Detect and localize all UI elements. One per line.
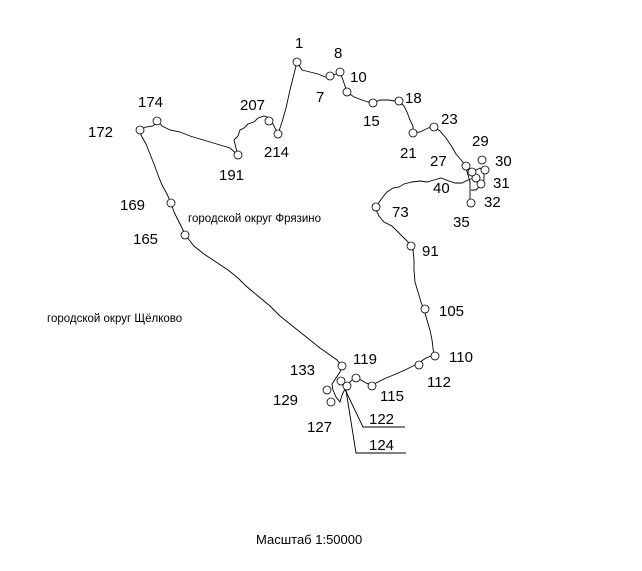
point-marker	[342, 87, 352, 97]
point-marker	[368, 98, 378, 108]
point-marker	[152, 116, 162, 126]
boundary-line	[138, 60, 480, 403]
boundary-spur	[471, 167, 485, 191]
point-label: 15	[363, 113, 380, 130]
point-label: 174	[138, 94, 163, 111]
point-marker	[322, 385, 332, 395]
point-label: 112	[427, 374, 451, 391]
point-label: 169	[120, 197, 145, 214]
point-label: 172	[88, 124, 113, 141]
point-marker	[420, 304, 430, 314]
point-marker	[335, 67, 345, 77]
point-marker	[471, 173, 481, 183]
point-marker	[336, 376, 346, 386]
point-label: 73	[392, 204, 409, 221]
point-marker	[292, 57, 302, 67]
point-label: 91	[422, 243, 439, 260]
point-label: 27	[430, 153, 447, 170]
point-label: 40	[433, 180, 450, 197]
point-marker	[367, 381, 377, 391]
point-label: 129	[273, 392, 298, 409]
point-marker	[476, 179, 486, 189]
point-marker	[351, 373, 361, 383]
point-marker	[233, 150, 243, 160]
point-label: 29	[472, 133, 489, 150]
point-label: 32	[484, 194, 501, 211]
scale-label: Масштаб 1:50000	[256, 532, 362, 547]
point-marker	[429, 122, 439, 132]
boundary-point-markers	[135, 57, 490, 407]
point-marker	[414, 360, 424, 370]
point-number-labels: 1 7 8 10 15 18 21 23 27 29 30 31 32 35 4…	[88, 35, 512, 454]
point-marker	[135, 125, 145, 135]
point-marker	[477, 155, 487, 165]
point-marker	[326, 397, 336, 407]
point-marker	[264, 116, 274, 126]
point-marker	[325, 71, 335, 81]
region-label-fryazino: городской округ Фрязино	[188, 213, 321, 225]
point-marker	[337, 361, 347, 371]
point-label: 30	[495, 153, 512, 170]
point-label: 124	[369, 437, 394, 454]
point-marker	[371, 202, 381, 212]
point-label: 7	[316, 89, 324, 106]
point-label: 115	[380, 388, 404, 405]
point-marker	[480, 165, 490, 175]
point-label: 8	[334, 45, 342, 62]
point-marker	[466, 198, 476, 208]
point-label: 191	[219, 167, 244, 184]
point-marker	[180, 230, 190, 240]
point-marker	[273, 129, 283, 139]
point-label: 10	[350, 69, 367, 86]
point-marker	[342, 381, 352, 391]
point-label: 127	[307, 419, 332, 436]
point-label: 110	[449, 349, 473, 366]
point-label: 23	[441, 111, 458, 128]
leader-line-124	[344, 383, 406, 454]
point-marker	[467, 167, 477, 177]
point-marker	[166, 198, 176, 208]
point-label: 119	[353, 351, 377, 368]
point-label: 214	[264, 144, 289, 161]
point-label: 133	[290, 362, 315, 379]
point-marker	[394, 96, 404, 106]
point-label: 1	[295, 35, 303, 52]
region-label-shchelkovo: городской округ Щёлково	[47, 313, 182, 325]
point-label: 31	[493, 175, 510, 192]
leader-line-122	[340, 380, 405, 428]
point-label: 35	[453, 214, 470, 231]
point-marker	[406, 241, 416, 251]
point-label: 18	[405, 90, 422, 107]
point-marker	[430, 351, 440, 361]
point-marker	[461, 161, 471, 171]
point-label: 21	[400, 145, 417, 162]
point-marker	[408, 128, 418, 138]
point-label: 122	[369, 411, 394, 428]
point-label: 207	[240, 97, 265, 114]
point-label: 105	[439, 303, 464, 320]
point-label: 165	[133, 231, 158, 248]
